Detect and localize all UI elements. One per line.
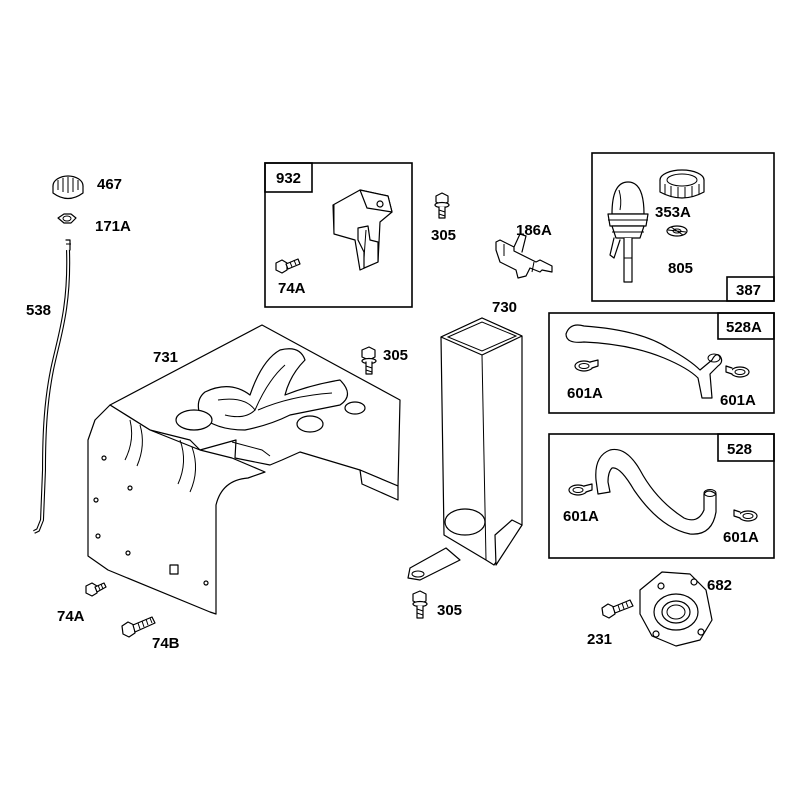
- kit-box-387-tag: [726, 276, 775, 302]
- label-171a: 171A: [95, 218, 131, 235]
- bolt-74a-box: [275, 258, 301, 274]
- tee-fitting-186a: [495, 233, 553, 279]
- label-528a: 528A: [726, 319, 762, 336]
- label-74b: 74B: [152, 635, 180, 652]
- clamp-601a-4: [733, 509, 758, 522]
- bolt-74a-left: [85, 582, 107, 597]
- bolt-305-bottom: [412, 590, 428, 619]
- label-682: 682: [707, 577, 732, 594]
- clamp-601a-2: [725, 365, 750, 378]
- label-601a-4: 601A: [723, 529, 759, 546]
- filler-neck-730: [407, 317, 523, 581]
- flange-682: [639, 571, 713, 647]
- label-353a: 353A: [655, 204, 691, 221]
- washer-805: [666, 225, 688, 237]
- nut-171a: [57, 213, 77, 224]
- label-731: 731: [153, 349, 178, 366]
- label-231: 231: [587, 631, 612, 648]
- label-74a-left: 74A: [57, 608, 85, 625]
- label-305-mid: 305: [383, 347, 408, 364]
- oil-fill-cap: [52, 175, 84, 200]
- kit-box-528a-tag: [717, 312, 775, 340]
- label-601a-3: 601A: [563, 508, 599, 525]
- clamp-601a-1: [574, 359, 599, 372]
- label-538: 538: [26, 302, 51, 319]
- label-305-top: 305: [431, 227, 456, 244]
- kit-box-387: [591, 152, 775, 302]
- kit-box-932: [264, 162, 413, 308]
- label-805: 805: [668, 260, 693, 277]
- label-467: 467: [97, 176, 122, 193]
- bolt-231: [601, 599, 634, 619]
- label-601a-2: 601A: [720, 392, 756, 409]
- bolt-305-top: [434, 192, 450, 219]
- label-528: 528: [727, 441, 752, 458]
- kit-box-528a: [548, 312, 775, 414]
- bolt-305-mid: [361, 346, 377, 375]
- label-387: 387: [736, 282, 761, 299]
- label-186a: 186A: [516, 222, 552, 239]
- primer-bulb: [607, 181, 649, 283]
- bracket-932: [332, 189, 393, 271]
- label-601a-1: 601A: [567, 385, 603, 402]
- label-932: 932: [276, 170, 301, 187]
- clamp-601a-3: [568, 483, 593, 496]
- kit-box-528-tag: [717, 433, 775, 462]
- bolt-74b: [121, 616, 156, 638]
- kit-box-528: [548, 433, 775, 559]
- bracket-731: [87, 324, 401, 615]
- retainer-353a: [659, 169, 705, 199]
- label-74a-box: 74A: [278, 280, 306, 297]
- hose-528: [595, 448, 717, 535]
- label-730: 730: [492, 299, 517, 316]
- dipstick-tube-538: [33, 239, 71, 534]
- label-305-bottom: 305: [437, 602, 462, 619]
- hose-528a: [565, 324, 723, 399]
- kit-box-932-tag: [264, 162, 313, 193]
